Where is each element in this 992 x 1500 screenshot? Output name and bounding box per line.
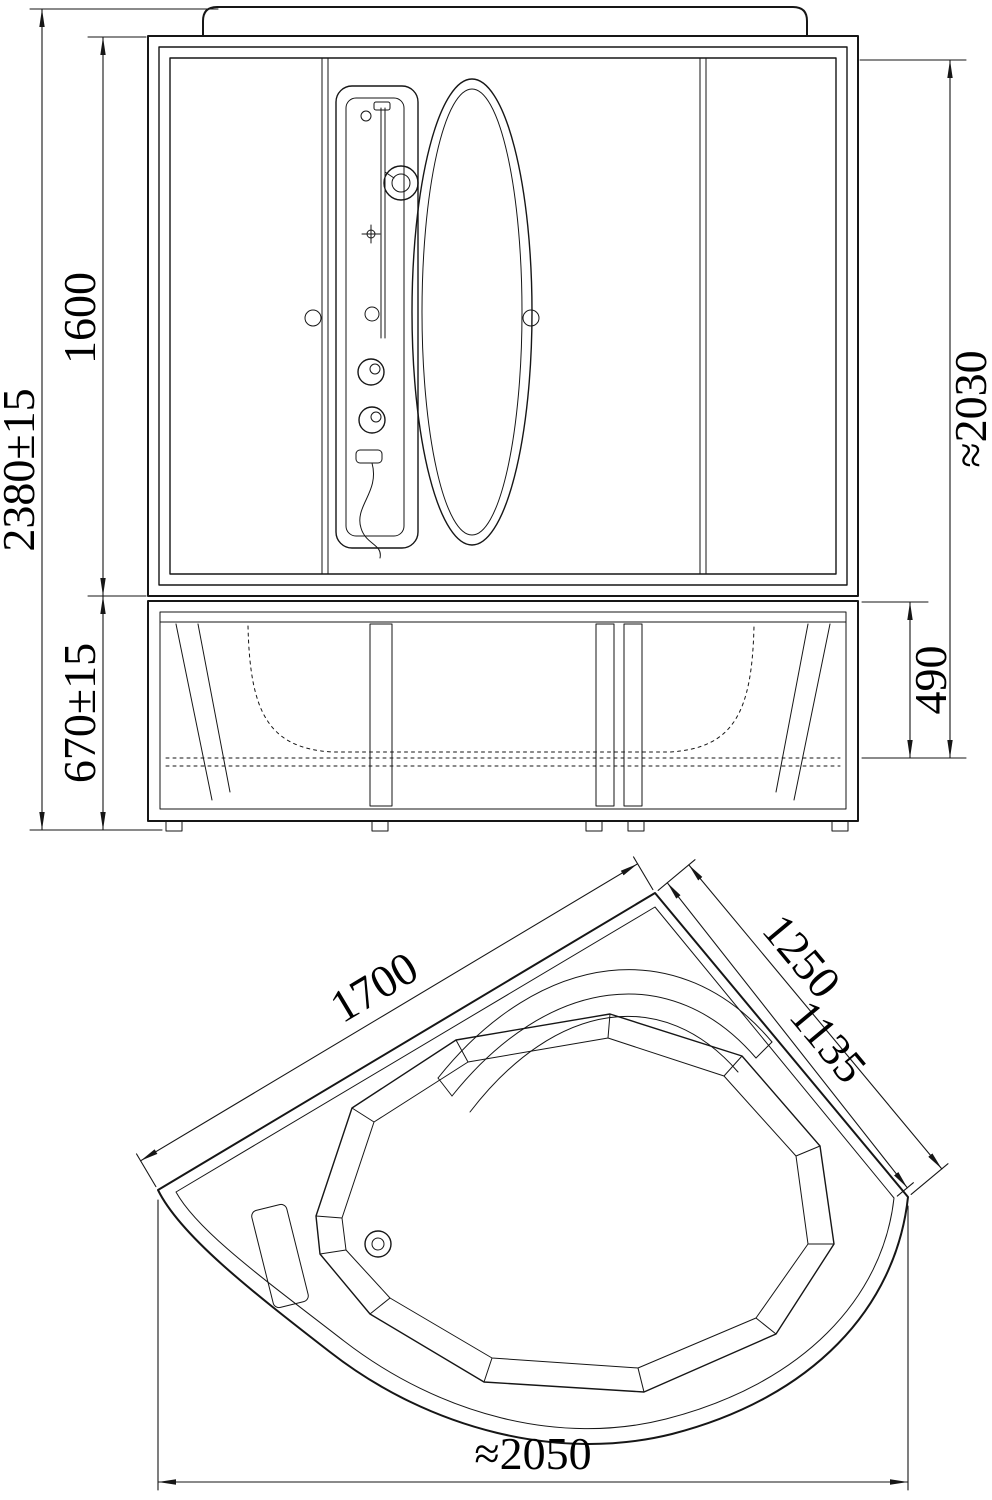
tub-foot bbox=[831, 820, 849, 832]
dim-label-inner-height: ≈2030 bbox=[945, 350, 992, 467]
tub-support-strut bbox=[623, 623, 643, 807]
mixer-knob-lower bbox=[358, 406, 386, 434]
tub-leg-left bbox=[175, 623, 213, 801]
hand-shower-holder bbox=[355, 449, 383, 464]
tub-foot bbox=[371, 820, 389, 832]
tub-support-strut bbox=[369, 623, 393, 807]
dim-label-left-edge: 1700 bbox=[321, 941, 426, 1032]
tub-leg-right bbox=[793, 623, 831, 801]
tub-outer-rim bbox=[157, 892, 909, 1445]
mixer-knob-upper bbox=[357, 358, 385, 386]
tub-hidden-bowl bbox=[247, 625, 755, 753]
diverter-cross bbox=[366, 229, 376, 239]
mixer-knob-upper bbox=[369, 363, 381, 375]
drain-icon bbox=[364, 1230, 392, 1258]
tub-inner-rim bbox=[175, 906, 895, 1430]
dim-label-enclosure-height: 1600 bbox=[54, 272, 105, 364]
dim-line-left-edge bbox=[140, 863, 639, 1162]
mixer-knob-lower bbox=[370, 411, 382, 423]
drain-icon bbox=[371, 1237, 385, 1251]
front-elevation-view: 2380±15 1600 670±15 ≈2030 490 bbox=[0, 6, 992, 832]
tub-foot bbox=[627, 820, 645, 832]
dim-label-overall-width: ≈2050 bbox=[474, 1428, 591, 1479]
shower-column bbox=[335, 85, 419, 559]
tub-support-strut bbox=[595, 623, 615, 807]
dim-label-right-edge: 1250 bbox=[753, 904, 851, 1007]
tub-leg-left bbox=[197, 623, 231, 793]
shower-hose bbox=[359, 462, 381, 559]
cabin-frame bbox=[147, 35, 859, 597]
dim-label-total-height: 2380±15 bbox=[0, 388, 44, 551]
small-knob bbox=[364, 306, 380, 322]
dim-label-base-height: 670±15 bbox=[54, 643, 105, 783]
tub-bowl bbox=[251, 969, 835, 1393]
slide-bar-bracket bbox=[373, 101, 391, 111]
bathtub-front-apron bbox=[147, 600, 859, 832]
bowl-inner-edge bbox=[341, 1037, 809, 1369]
cabin-roof bbox=[202, 6, 808, 37]
tub-foot bbox=[585, 820, 603, 832]
door-handle-left bbox=[304, 309, 322, 327]
bowl-outer-edge bbox=[315, 1013, 835, 1393]
back-panel-oval bbox=[411, 78, 533, 546]
top-knob bbox=[360, 110, 372, 122]
tub-foot bbox=[165, 820, 183, 832]
tub-leg-right bbox=[775, 623, 809, 793]
shower-head-icon bbox=[383, 165, 419, 201]
headrest-curve bbox=[437, 969, 773, 1079]
shower-head-link bbox=[384, 171, 395, 179]
dim-label-rim-height: 490 bbox=[905, 646, 956, 715]
shower-head-icon bbox=[391, 173, 411, 193]
dim-line-right-inner bbox=[666, 882, 908, 1189]
door-handle-right bbox=[522, 309, 540, 327]
plan-view: 1700 1250 1135 ≈2050 bbox=[135, 856, 949, 1491]
front-dimensions: 2380±15 1600 670±15 ≈2030 490 bbox=[0, 8, 992, 831]
overflow-panel bbox=[251, 1203, 309, 1309]
tub-outline bbox=[157, 892, 909, 1445]
plan-dimensions: 1700 1250 1135 ≈2050 bbox=[135, 856, 949, 1491]
